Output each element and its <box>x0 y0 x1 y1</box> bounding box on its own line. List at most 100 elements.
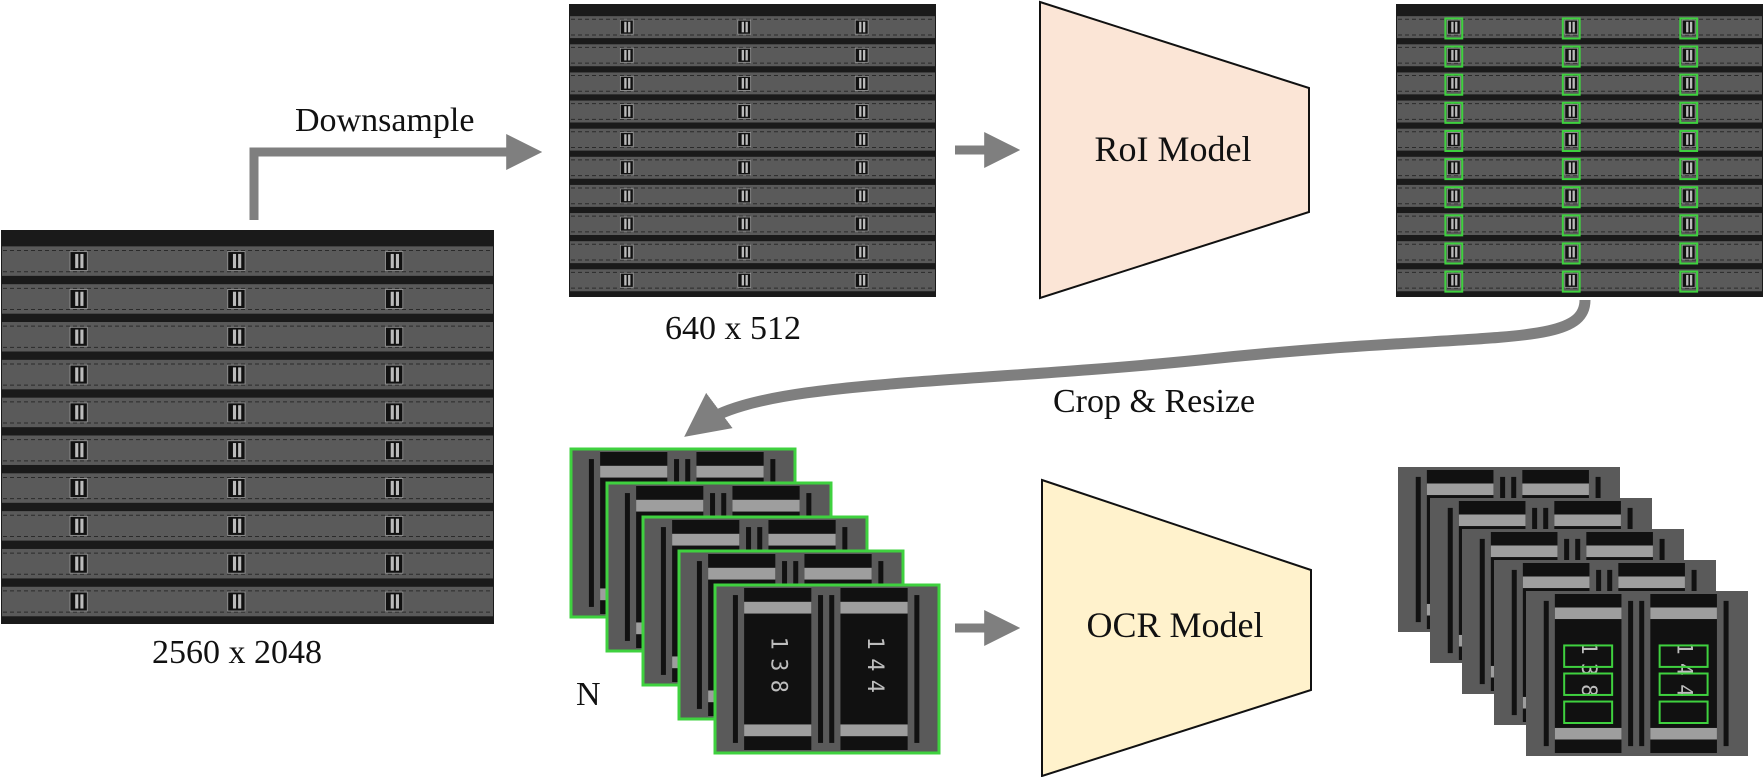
chip-mark <box>624 218 627 230</box>
chip-mark <box>628 190 631 202</box>
chip-mark <box>232 253 237 269</box>
component-chip <box>1564 188 1579 204</box>
component-chip <box>385 364 404 385</box>
component-chip <box>1446 160 1461 176</box>
chip-mark <box>741 134 744 145</box>
component-chip <box>1564 244 1579 260</box>
chip-mark <box>745 190 748 202</box>
component-chip <box>619 272 634 288</box>
chip-mark <box>1686 162 1689 173</box>
crop-resize-label: Crop & Resize <box>1053 383 1256 420</box>
chip-mark <box>1451 190 1454 202</box>
ocr-box <box>1658 672 1709 696</box>
chip-mark <box>1455 218 1458 230</box>
chip-edge <box>1511 569 1517 716</box>
chip-mark <box>1451 134 1454 145</box>
chip-mark <box>745 106 748 117</box>
component-chip <box>854 160 869 176</box>
chip-edge <box>1543 600 1549 747</box>
chip-pad <box>1490 545 1558 558</box>
component-chip <box>854 132 869 148</box>
chip-mark <box>232 556 237 571</box>
chip-mark <box>862 78 866 89</box>
chip-mark <box>859 21 862 33</box>
component-chip <box>619 47 634 63</box>
chip-edge <box>660 527 666 675</box>
chip-mark <box>1686 106 1689 117</box>
chip-mark <box>628 49 631 61</box>
downsample-label: Downsample <box>295 102 475 139</box>
chip-mark <box>75 405 79 420</box>
chip-pad <box>804 567 872 580</box>
chip-mark <box>741 21 744 33</box>
roi-box <box>1561 158 1581 181</box>
chip-mark <box>741 190 744 202</box>
chip-pad <box>840 601 908 614</box>
chip-mark <box>75 480 79 496</box>
chip-mark <box>628 21 631 33</box>
chip-mark <box>238 594 242 609</box>
chip-mark <box>624 246 627 258</box>
component-chip <box>737 272 752 288</box>
chip-edge <box>914 595 920 743</box>
chip-mark <box>1689 190 1693 202</box>
component-chip <box>227 364 246 385</box>
chip-mark <box>628 162 631 173</box>
roi-box <box>1561 270 1581 293</box>
chip-pad <box>1650 607 1717 620</box>
chip-mark <box>745 218 748 230</box>
chip-mark <box>395 443 399 458</box>
component-chip <box>385 440 404 461</box>
chip-mark <box>390 329 394 344</box>
chip-mark <box>1572 162 1575 173</box>
component-chip <box>227 553 246 574</box>
chip-mark <box>1572 134 1575 145</box>
chip-mark <box>80 291 84 306</box>
chip-mark <box>390 405 394 420</box>
chip-mark <box>1689 78 1693 89</box>
chip-mark <box>1686 190 1689 202</box>
chip-mark <box>1568 78 1571 89</box>
chip-mark <box>390 594 394 609</box>
chip-mark <box>1568 218 1571 230</box>
chip-edge <box>1723 600 1729 747</box>
chip-mark <box>232 367 237 382</box>
component-chip <box>385 326 404 347</box>
ocr-model-label: OCR Model <box>1086 605 1264 645</box>
chip-mark <box>1572 274 1575 286</box>
component-chip <box>1446 216 1461 232</box>
chip-mark <box>624 134 627 145</box>
chip-mark <box>395 594 399 609</box>
chip-mark <box>1572 78 1575 89</box>
chip-mark <box>745 49 748 61</box>
ocr-box <box>1563 672 1614 696</box>
chip-digits: 144 <box>862 637 887 702</box>
chip-mark <box>741 162 744 173</box>
component-chip <box>1681 132 1696 148</box>
chip-mark <box>238 253 242 269</box>
chip-mark <box>395 291 399 306</box>
component-chip <box>1564 19 1579 35</box>
component-chip <box>737 75 752 91</box>
roi-box <box>1679 158 1699 181</box>
component-chip <box>854 216 869 232</box>
roi-box <box>1679 242 1699 265</box>
chip-pad <box>1554 727 1622 740</box>
chip-mark <box>628 106 631 117</box>
chip-edge <box>696 561 702 709</box>
component-chip <box>1446 244 1461 260</box>
chip-mark <box>745 21 748 33</box>
roi-box <box>1444 101 1464 124</box>
chip-mark <box>741 274 744 286</box>
chip-mark <box>1451 78 1454 89</box>
component-chip <box>737 188 752 204</box>
chip-mark <box>862 218 866 230</box>
strip-row <box>570 100 935 123</box>
chip-mark <box>1451 274 1454 286</box>
chip-pad <box>708 567 776 580</box>
chip-mark <box>390 291 394 306</box>
chip-mark <box>390 367 394 382</box>
component-chip <box>69 364 88 385</box>
component-chip <box>1681 47 1696 63</box>
component-chip <box>1564 47 1579 63</box>
